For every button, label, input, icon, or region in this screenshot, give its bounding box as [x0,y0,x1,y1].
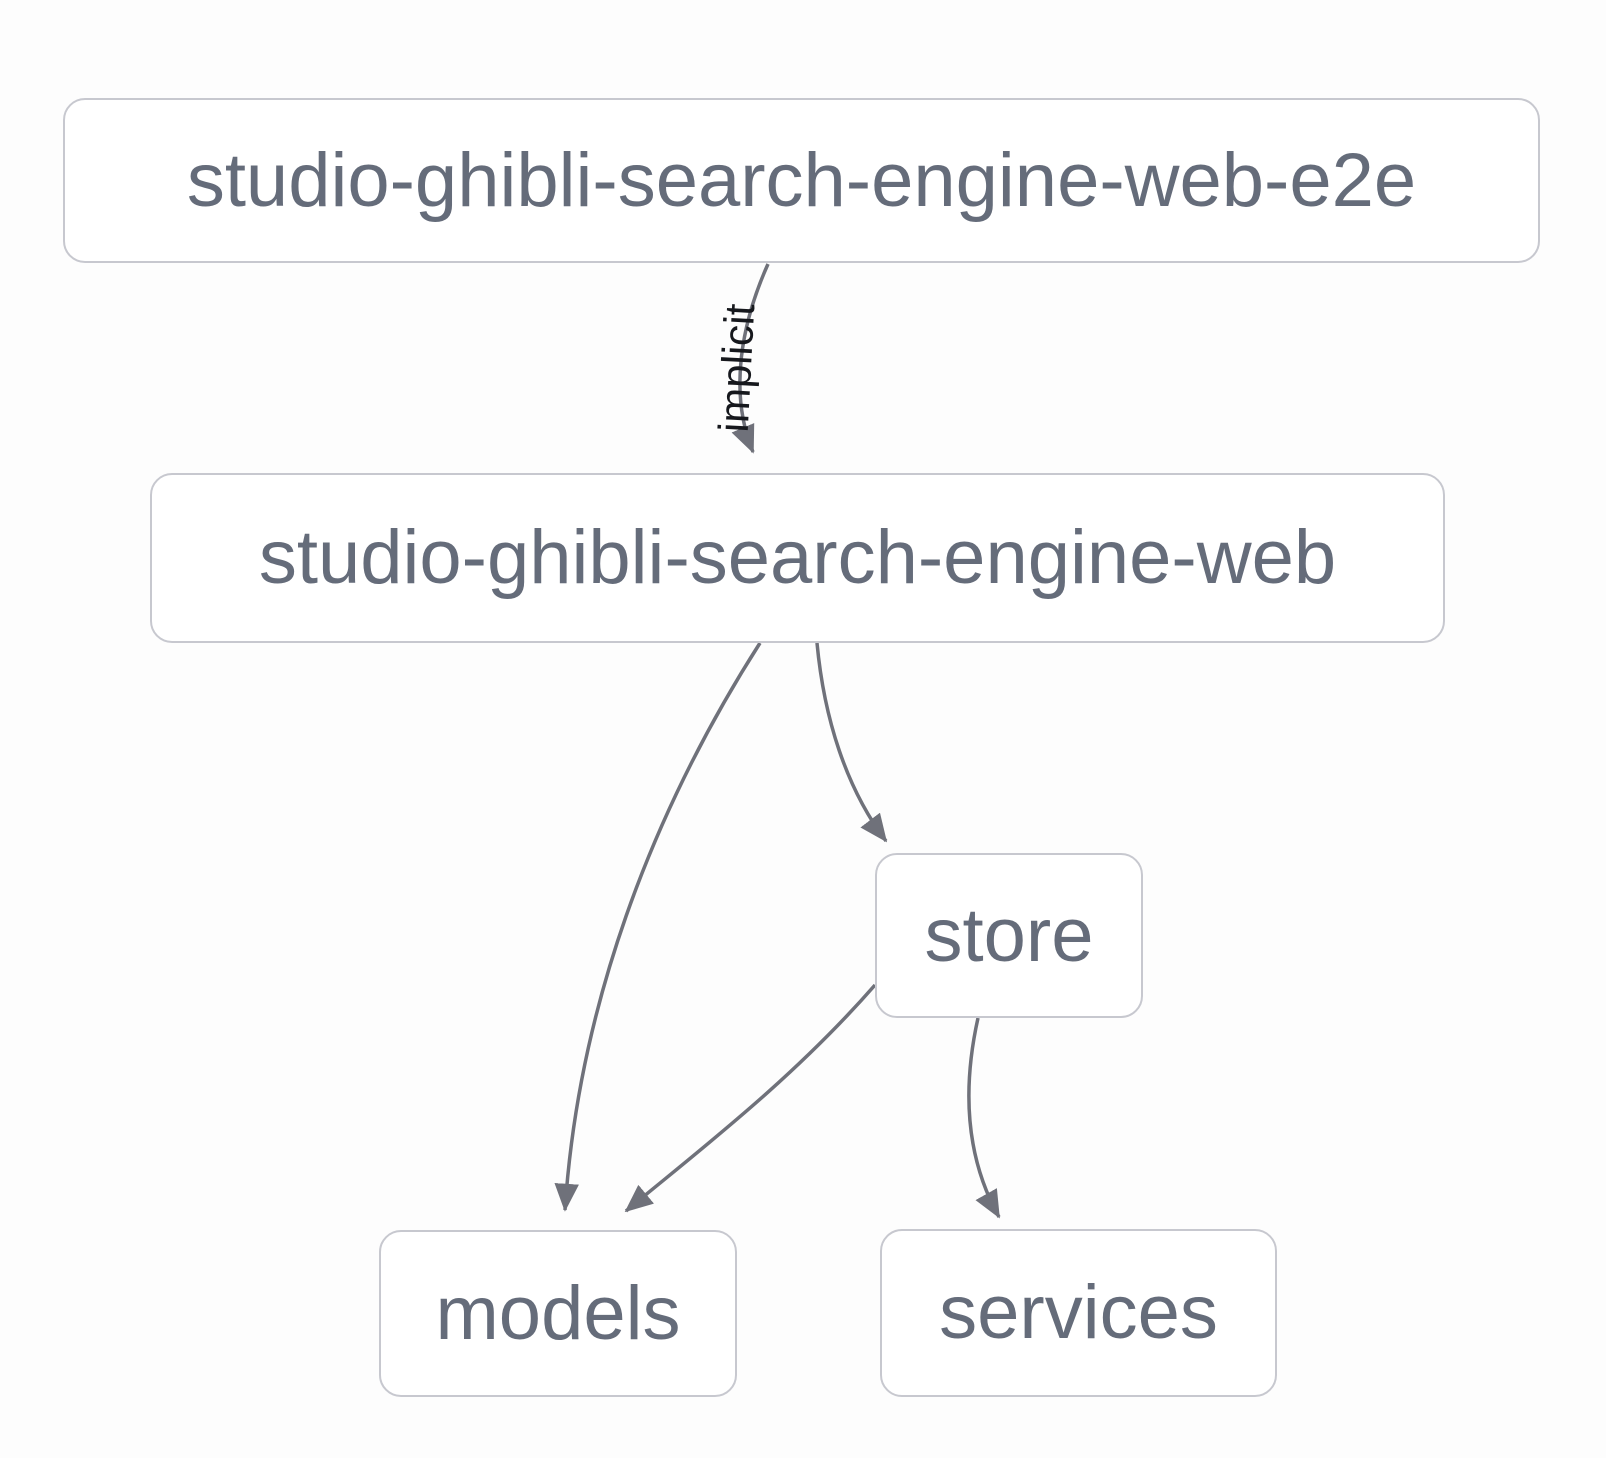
node-label: studio-ghibli-search-engine-web-e2e [186,137,1417,223]
edge-web-to-store [815,642,888,843]
edge-e2e-to-web [731,263,770,454]
node-label: studio-ghibli-search-engine-web [258,515,1337,600]
edge-label-implicit: implicit [709,302,764,434]
node-label: services [939,1270,1218,1355]
edge-web-to-models [554,642,762,1212]
node-models[interactable]: models [379,1230,737,1397]
edge-store-to-models [624,983,877,1213]
node-label: models [435,1270,681,1356]
node-studio-ghibli-search-engine-web-e2e[interactable]: studio-ghibli-search-engine-web-e2e [63,98,1540,263]
node-studio-ghibli-search-engine-web[interactable]: studio-ghibli-search-engine-web [150,473,1445,643]
node-services[interactable]: services [880,1229,1277,1397]
edge-store-to-services [967,1017,1001,1219]
node-store[interactable]: store [875,853,1143,1018]
node-label: store [924,892,1094,978]
